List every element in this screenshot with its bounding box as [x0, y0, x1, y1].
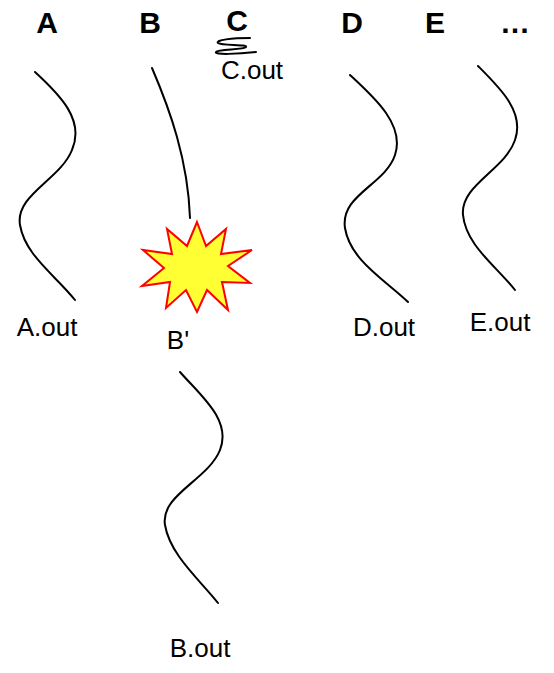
thread-line [20, 72, 76, 300]
thread-line [345, 75, 408, 302]
thread-line [152, 68, 190, 218]
restart-label: B' [167, 326, 189, 355]
output-label: A.out [17, 313, 78, 342]
output-label: E.out [470, 308, 531, 337]
output-label: B.out [170, 634, 231, 663]
thread-name: E [425, 6, 445, 39]
thread-name: C [226, 4, 248, 37]
thread-line [165, 372, 223, 603]
thread-squiggle [216, 38, 256, 54]
crash-star [142, 222, 252, 312]
thread-name: A [36, 6, 58, 39]
thread-name: D [341, 6, 363, 39]
output-label: D.out [353, 313, 415, 342]
output-label: C.out [221, 56, 283, 85]
thread-line [463, 66, 517, 290]
thread-ellipsis: … [500, 6, 530, 39]
thread-name: B [139, 6, 161, 39]
